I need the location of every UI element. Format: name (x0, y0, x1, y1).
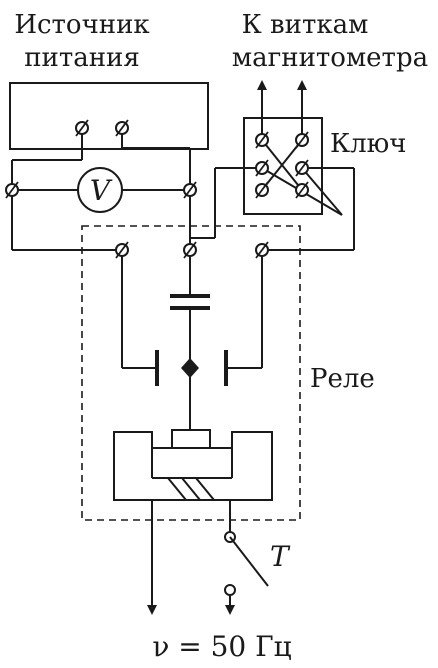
relay-boundary (81, 225, 301, 521)
reversing-switch (243, 90, 343, 216)
relay-armature-tip (181, 358, 199, 378)
terminal-slash (183, 241, 197, 259)
terminal-slash (255, 241, 269, 259)
terminals (5, 119, 309, 259)
relay-label: Реле (310, 364, 375, 394)
voltmeter: V (12, 167, 190, 213)
contact-label: T (270, 540, 291, 573)
magnetometer-turns-label-line1: К виткам (242, 10, 369, 40)
terminal-slash (115, 241, 129, 259)
terminal-slash (255, 181, 269, 199)
relay-leads (147, 500, 269, 615)
power-source-label-line2: питания (24, 43, 140, 73)
terminal-slash (295, 159, 309, 177)
terminal-slash (255, 159, 269, 177)
terminal-slash (183, 181, 197, 199)
relay-contacts (121, 250, 263, 430)
terminal-slash (75, 119, 89, 137)
electromagnet (113, 429, 273, 501)
terminal-slash (295, 131, 309, 149)
terminal-slash (5, 181, 19, 199)
capacitor (170, 294, 210, 310)
magnetometer-turns-label-line2: магнитометра (232, 43, 428, 73)
terminal-slash (115, 119, 129, 137)
terminal-slash (255, 131, 269, 149)
switch-label: Ключ (330, 129, 406, 159)
terminal-slash (295, 181, 309, 199)
power-source-label-line1: Источник (14, 10, 149, 40)
voltmeter-symbol: V (90, 174, 113, 207)
frequency-label: ν = 50 Гц (152, 630, 291, 663)
